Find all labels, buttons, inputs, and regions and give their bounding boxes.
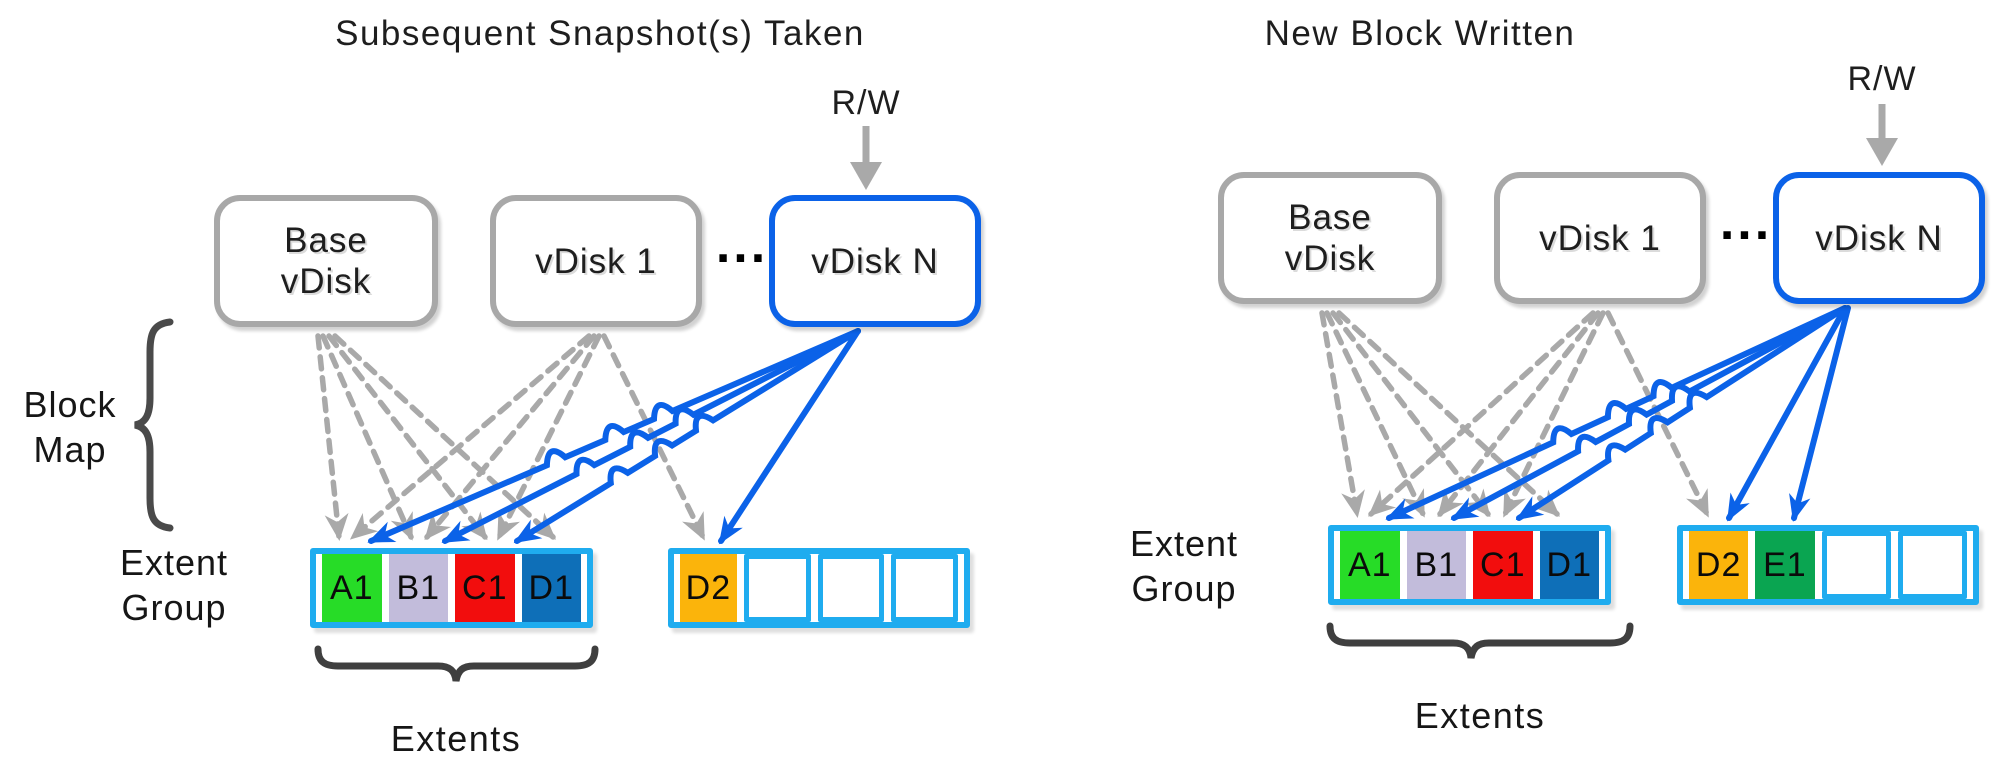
- rw-label-left: R/W: [831, 84, 901, 122]
- arrow-right-vdisk1-a1: [1368, 310, 1596, 517]
- extent-cell-d2: D2: [680, 554, 737, 622]
- extent-cell-b1: B1: [388, 554, 448, 622]
- extent-group-1-right: A1 B1 C1 D1: [1328, 525, 1611, 605]
- extent-cell-empty: [817, 554, 885, 622]
- extent-cell-a1: A1: [322, 554, 382, 622]
- extent-cell-empty: [891, 554, 958, 622]
- extent-cell-empty: [743, 554, 811, 622]
- vdisk-box-1-right: vDisk 1: [1494, 172, 1706, 304]
- extent-group-2-left: D2: [668, 548, 970, 628]
- vdisk-box-n-right: vDisk N: [1773, 172, 1985, 304]
- vdisk-box-1-left: vDisk 1: [490, 195, 702, 327]
- extent-cell-c1: C1: [1473, 531, 1533, 599]
- arrow-left-vdiskn-b1: [441, 328, 861, 544]
- vdisk-label: vDisk N: [811, 241, 939, 281]
- arrow-left-vdiskn-a1: [367, 328, 861, 544]
- extents-label-right: Extents: [1414, 695, 1546, 736]
- extent-cell-empty: [1897, 531, 1967, 599]
- arrow-left-vdiskn-c1: [513, 328, 861, 544]
- extent-group-1-left: A1 B1 C1 D1: [310, 548, 593, 628]
- arrow-right-vdiskn-a1: [1385, 305, 1848, 521]
- arrow-right-base-b1: [1324, 310, 1426, 518]
- rw-arrowhead-right: [1866, 138, 1898, 166]
- arrow-right-vdiskn-e1: [1789, 305, 1851, 522]
- extent-cell-e1: E1: [1755, 531, 1815, 599]
- vdisk-label: vDisk 1: [1539, 218, 1661, 258]
- arrow-right-vdiskn-b1: [1450, 305, 1848, 521]
- extent-cell-d2: D2: [1689, 531, 1749, 599]
- panel-title-right: New Block Written: [1264, 14, 1576, 53]
- block-map-brace: [134, 318, 174, 532]
- extent-cell-d1: D1: [521, 554, 581, 622]
- extents-brace-right: [1326, 622, 1634, 659]
- arrow-left-base-d1: [332, 333, 556, 540]
- vdisk-box-n-left: vDisk N: [769, 195, 981, 327]
- vdisk-label: vDisk N: [1815, 218, 1943, 258]
- vdisk-label: vDisk 1: [535, 241, 657, 281]
- extent-cell-d1: D1: [1539, 531, 1599, 599]
- extent-group-2-right: D2 E1: [1677, 525, 1979, 605]
- extents-label-left: Extents: [390, 718, 522, 759]
- arrow-left-base-b1: [320, 333, 414, 541]
- ellipsis-dots-right: ...: [1719, 193, 1773, 251]
- arrow-right-base-d1: [1336, 310, 1560, 517]
- arrow-left-base-a1: [315, 333, 349, 541]
- rw-arrowhead-left: [850, 162, 882, 190]
- arrow-left-vdiskn-d2: [718, 328, 861, 545]
- arrow-right-vdisk1-d2: [1605, 310, 1710, 518]
- extents-brace-left: [314, 645, 599, 682]
- arrow-left-vdisk1-a1: [349, 333, 592, 540]
- arrow-right-base-c1: [1330, 310, 1491, 518]
- arrow-right-base-a1: [1319, 310, 1365, 518]
- ellipsis-dots-left: ...: [715, 216, 769, 274]
- extent-cell-empty: [1821, 531, 1891, 599]
- extent-cell-b1: B1: [1406, 531, 1466, 599]
- arrow-right-vdiskn-d2: [1726, 305, 1848, 522]
- rw-label-right: R/W: [1847, 60, 1917, 98]
- extent-cell-c1: C1: [455, 554, 515, 622]
- extent-cell-a1: A1: [1340, 531, 1400, 599]
- arrow-left-base-c1: [326, 333, 488, 541]
- panel-title-left: Subsequent Snapshot(s) Taken: [335, 14, 865, 53]
- arrow-right-vdiskn-c1: [1515, 305, 1848, 521]
